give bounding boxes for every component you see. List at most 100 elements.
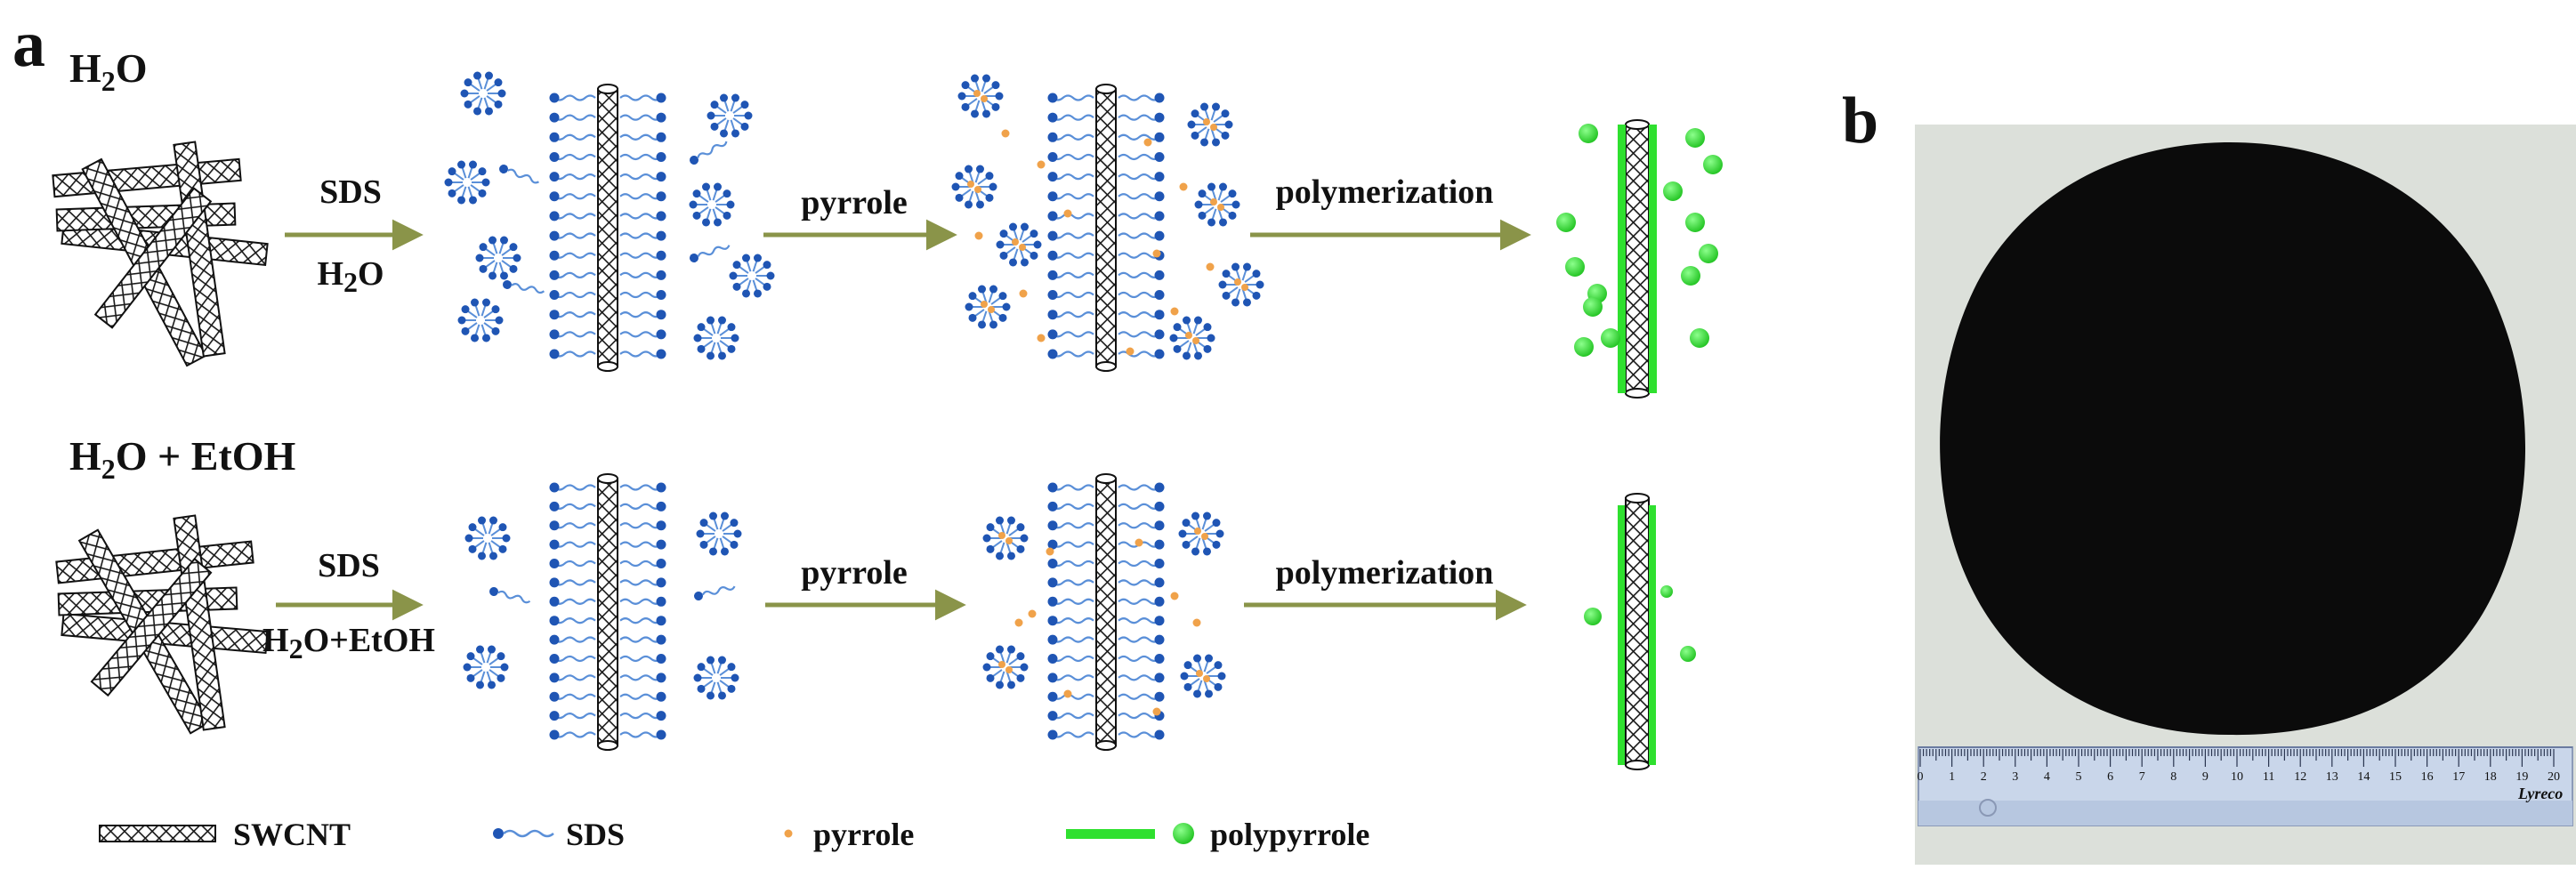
- pyrrole-monomer: [1143, 138, 1152, 147]
- polypyrrole-particle: [1565, 257, 1585, 277]
- label-polymerization-row1: polymerization: [1276, 173, 1494, 211]
- pyrrole-monomer: [1192, 618, 1201, 627]
- ruler-number: 2: [1981, 770, 1987, 784]
- label-sds-solvent-row2: H2O+EtOH: [262, 622, 435, 664]
- ruler-ticks: [1919, 749, 2555, 767]
- sds-micelle: [729, 254, 775, 298]
- sds-micelle: [1180, 654, 1226, 698]
- sds-micelle: [982, 516, 1029, 560]
- pyrrole-monomer: [1170, 592, 1179, 600]
- sds-micelle: [457, 298, 504, 342]
- polypyrrole-particle: [1685, 128, 1705, 148]
- ruler-number: 7: [2139, 770, 2145, 784]
- pyrrole-monomer: [1037, 334, 1046, 342]
- label-sds-row2: SDS: [318, 547, 380, 584]
- legend-sds-symbol: [493, 828, 554, 839]
- polypyrrole-particle: [1556, 213, 1576, 232]
- swcnt-dispersed-row1: [597, 84, 618, 372]
- sds-surfactant-layer: [549, 93, 666, 359]
- legend-polypyrrole-bar: [1066, 829, 1155, 839]
- free-sds-molecule: [503, 280, 545, 294]
- polypyrrole-particle: [1574, 337, 1594, 357]
- sds-micelle: [693, 656, 739, 700]
- sds-micelle: [693, 316, 739, 360]
- polypyrrole-particle: [1680, 646, 1696, 662]
- ppy-coating-right-row1: [1649, 125, 1657, 393]
- sds-surfactant-layer: [1047, 482, 1165, 740]
- sds-micelle: [463, 645, 509, 689]
- free-sds-molecule: [489, 587, 531, 604]
- legend-polypyrrole-ball: [1173, 823, 1194, 844]
- ruler-hole: [1979, 799, 1997, 817]
- panel-a: a H2O H2O + EtOH: [12, 8, 1723, 852]
- ruler-number: 13: [2326, 770, 2338, 784]
- row2-condition-label: H2O + EtOH: [69, 433, 296, 485]
- ruler-number: 8: [2170, 770, 2176, 784]
- ruler-number: 15: [2389, 770, 2402, 784]
- polypyrrole-particle: [1699, 244, 1718, 263]
- ruler-number: 9: [2202, 770, 2209, 784]
- ruler-number: 6: [2107, 770, 2113, 784]
- pyrrole-monomer: [1019, 289, 1028, 298]
- legend: SWCNT SDS pyrrole polypyrrole: [99, 817, 1369, 852]
- ruler-number: 4: [2044, 770, 2050, 784]
- ruler-number: 10: [2231, 770, 2243, 784]
- sds-micelle: [475, 236, 521, 280]
- swcnt-pyrrole-row2: [1095, 473, 1117, 751]
- legend-polypyrrole-label: polypyrrole: [1210, 817, 1369, 852]
- ruler-number: 0: [1918, 770, 1924, 784]
- legend-sds-label: SDS: [566, 817, 625, 852]
- sds-micelle: [1194, 182, 1240, 227]
- pyrrole-monomer: [974, 231, 983, 240]
- row1-condition-label: H2O: [69, 45, 148, 97]
- ruler-number: 12: [2294, 770, 2306, 784]
- sds-micelle: [1187, 102, 1233, 147]
- polypyrrole-particle: [1690, 328, 1709, 348]
- sds-micelle: [707, 93, 753, 138]
- swcnt-dispersed-row2: [597, 473, 618, 751]
- ruler-number: 5: [2076, 770, 2082, 784]
- label-pyrrole-row1: pyrrole: [801, 184, 908, 222]
- sds-micelle: [1169, 316, 1215, 360]
- polypyrrole-particle: [1703, 155, 1723, 174]
- polypyrrole-particle: [1583, 297, 1603, 317]
- ruler-number: 19: [2515, 770, 2528, 784]
- panel-b-letter: b: [1842, 85, 1878, 157]
- label-pyrrole-row2: pyrrole: [801, 554, 908, 592]
- sds-micelle: [1218, 262, 1264, 307]
- sds-micelle: [460, 71, 506, 116]
- label-sds-solvent-row1: H2O: [317, 255, 384, 298]
- legend-swcnt-symbol: [99, 825, 216, 842]
- pyrrole-monomer: [1152, 707, 1161, 716]
- free-sds-molecule: [690, 141, 728, 165]
- pyrrole-monomer: [1028, 609, 1037, 618]
- sds-micelle: [982, 645, 1029, 689]
- sds-micelle: [965, 285, 1011, 329]
- ruler-number: 11: [2263, 770, 2274, 784]
- ruler-number: 17: [2452, 770, 2465, 784]
- sds-micelle: [689, 182, 735, 227]
- dispersion-drawings: [444, 71, 1723, 770]
- pyrrole-monomer: [1014, 618, 1023, 627]
- swcnt-ppy-row1: [1625, 119, 1650, 399]
- polypyrrole-particle: [1660, 585, 1673, 598]
- sds-micelle: [444, 160, 490, 205]
- polypyrrole-particle: [1584, 608, 1602, 625]
- film-photo: [1915, 125, 2576, 865]
- ruler-number: 20: [2548, 770, 2560, 784]
- label-sds-row1: SDS: [319, 173, 382, 211]
- sds-micelle: [1178, 511, 1224, 556]
- polypyrrole-particle: [1663, 181, 1683, 201]
- sds-micelle: [951, 165, 997, 209]
- sds-micelle: [996, 222, 1042, 267]
- pyrrole-monomer: [1037, 160, 1046, 169]
- panel-a-letter: a: [12, 8, 45, 81]
- pyrrole-monomer: [1063, 209, 1072, 218]
- sds-micelle: [696, 511, 742, 556]
- pyrrole-monomer: [1046, 547, 1054, 556]
- ruler-number: 1: [1949, 770, 1955, 784]
- sds-surfactant-layer: [549, 482, 666, 740]
- pyrrole-monomer: [1206, 262, 1215, 271]
